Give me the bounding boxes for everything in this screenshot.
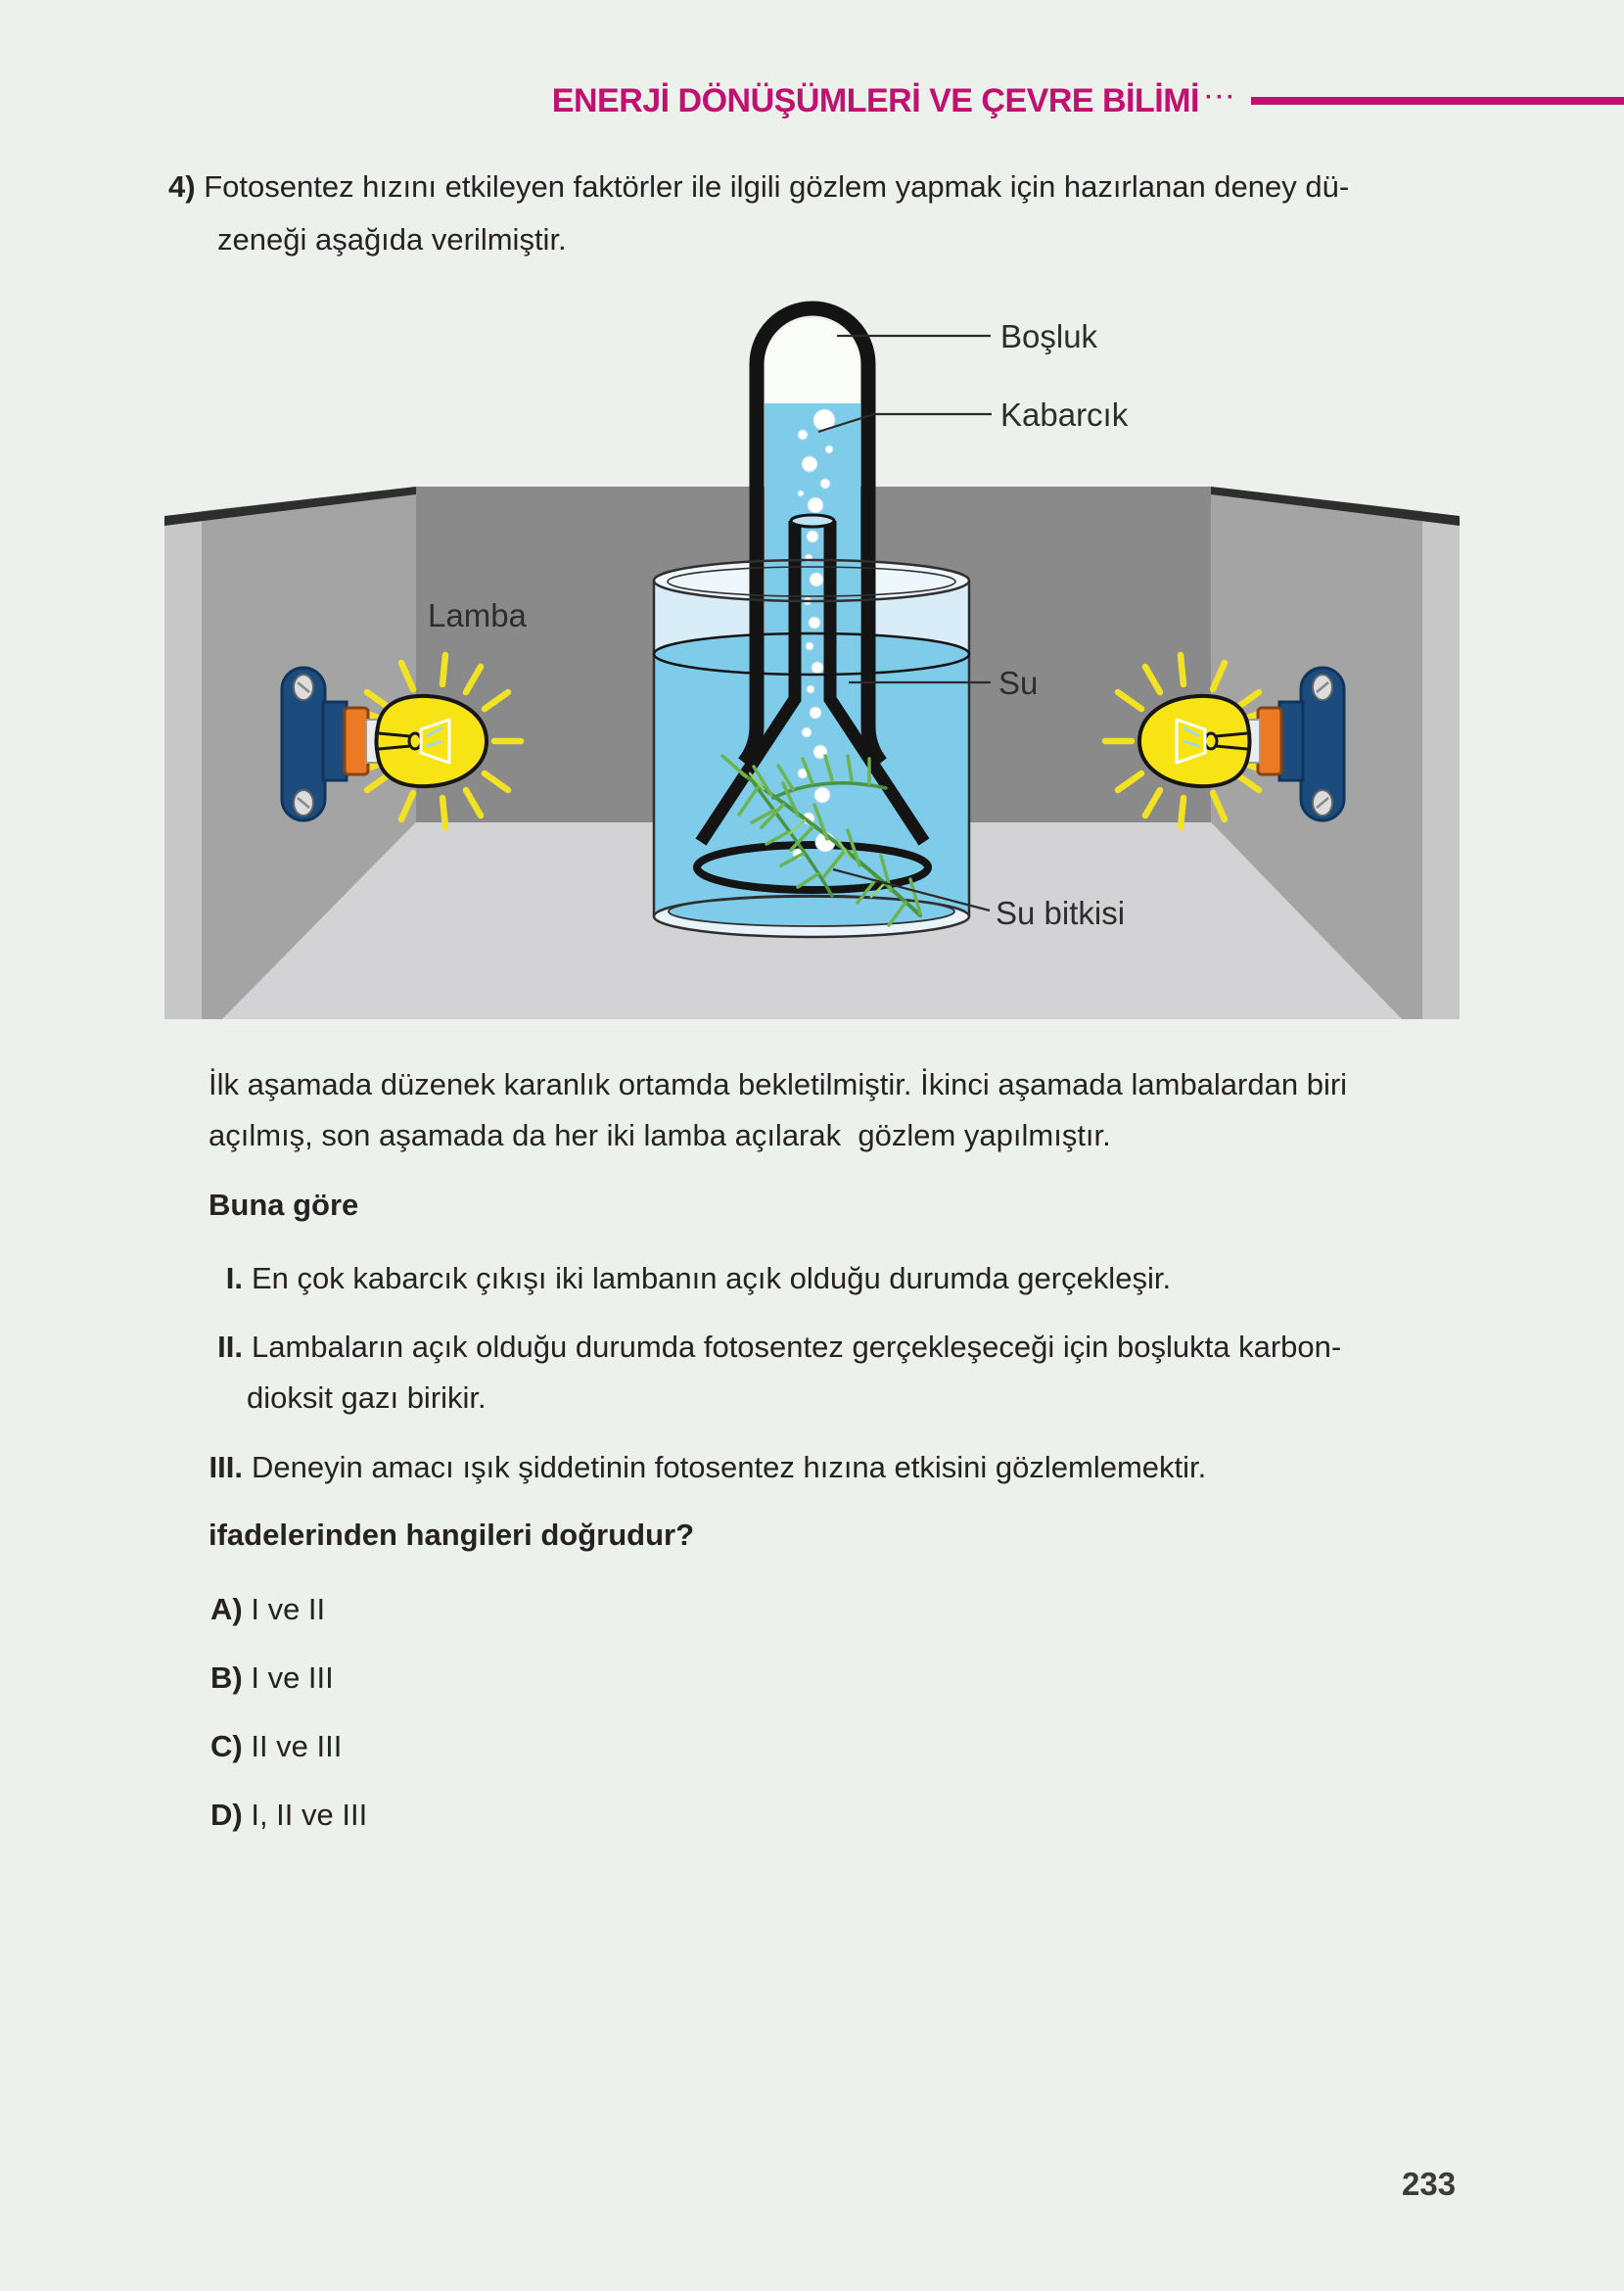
paragraph-line-2: açılmış, son aşamada da her iki lamba aç… (209, 1118, 1111, 1152)
label-bosluk: Boşluk (1000, 318, 1098, 354)
paragraph-line-1: İlk aşamada düzenek karanlık ortamda bek… (209, 1067, 1348, 1101)
question-stem: ifadelerinden hangileri doğrudur? (209, 1518, 695, 1552)
header-dots-icon: ··· (1205, 84, 1237, 111)
statement-3-numeral: III. (209, 1450, 243, 1484)
question-number: 4) (168, 169, 196, 204)
statement-2-wrap: dioksit gazı birikir. (247, 1380, 487, 1415)
tube-air-space (765, 318, 860, 403)
leader-kabarcik (817, 412, 992, 434)
statement-2: II. Lambaların açık olduğu durumda fotos… (166, 1330, 1341, 1365)
label-lamba: Lamba (428, 597, 528, 633)
statement-1-numeral: I. (225, 1261, 243, 1295)
chapter-title: ENERJİ DÖNÜŞÜMLERİ VE ÇEVRE BİLİMİ (551, 82, 1200, 119)
page-number: 233 (1402, 2166, 1457, 2202)
label-kabarcik: Kabarcık (1000, 397, 1129, 433)
label-su: Su (998, 665, 1038, 701)
option-c: C) II ve III (210, 1729, 343, 1763)
option-d: D) I, II ve III (210, 1798, 368, 1832)
experiment-diagram: Lamba Boşluk Kabarcık Su Su bitkisi (164, 301, 1460, 1019)
question-line-1: 4) Fotosentez hızını etkileyen faktörler… (168, 169, 1350, 204)
statement-2-numeral: II. (217, 1330, 243, 1364)
statement-3: III. Deneyin amacı ışık şiddetinin fotos… (166, 1450, 1207, 1485)
funnel (693, 513, 932, 894)
option-b: B) I ve III (210, 1660, 334, 1695)
option-a: A) I ve II (210, 1592, 326, 1626)
leader-su-bitkisi (832, 867, 991, 912)
label-su-bitkisi: Su bitkisi (996, 895, 1125, 931)
question-line-2: zeneği aşağıda verilmiştir. (217, 222, 567, 257)
header-rule (1251, 97, 1624, 105)
statement-1: I. En çok kabarcık çıkışı iki lambanın a… (166, 1261, 1171, 1296)
left-wall-top-edge (164, 487, 416, 526)
left-wall-edge (164, 511, 202, 1019)
water-plant (720, 754, 922, 927)
right-wall-top-edge (1211, 487, 1460, 526)
right-wall-edge (1422, 511, 1460, 1019)
beaker-glass (652, 558, 971, 939)
leader-lines (817, 334, 992, 912)
buna-gore-heading: Buna göre (209, 1188, 359, 1222)
